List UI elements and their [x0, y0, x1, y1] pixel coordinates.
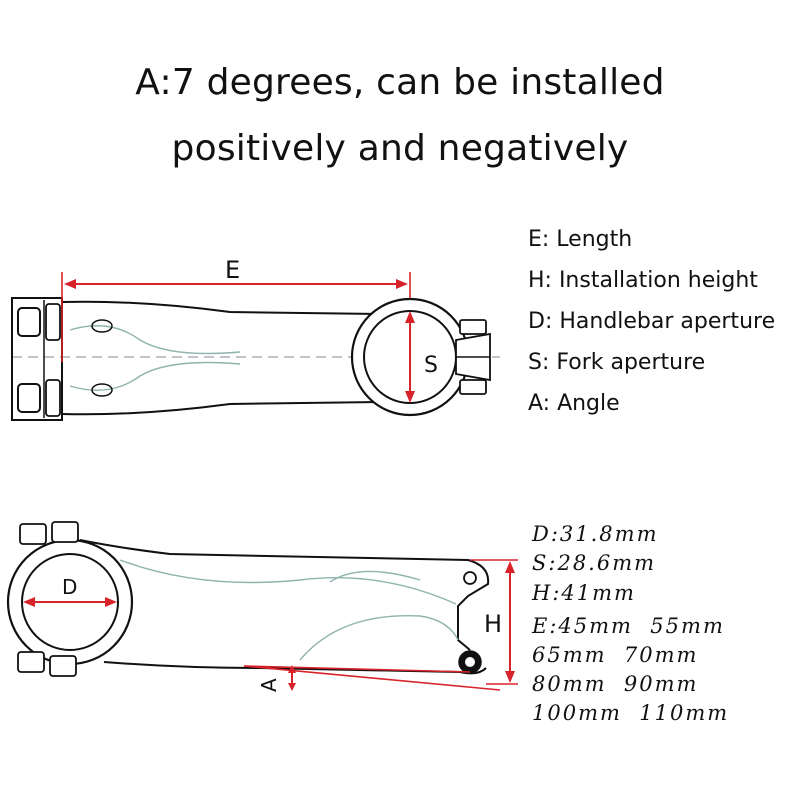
faceplate-ear-bottom — [459, 379, 487, 395]
side-clamp-tab-bottom-left — [17, 651, 45, 673]
spec-height: H:41mm — [532, 581, 636, 605]
side-stem-outline-top — [79, 539, 490, 651]
e-dimension-label: E — [225, 256, 240, 284]
side-stem-contour-lower — [299, 614, 459, 661]
legend-item-handlebar-aperture: D: Handlebar aperture — [528, 309, 776, 334]
a-angle-line-upper — [243, 665, 471, 673]
legend-item-length: E: Length — [528, 227, 633, 252]
steerer-bolt-lower-socket — [465, 657, 475, 667]
s-dimension-label: S — [424, 353, 438, 378]
a-angle-arrow-top — [288, 665, 296, 673]
stem-contour-lower — [69, 361, 241, 391]
e-dimension-arrow-right — [396, 279, 408, 289]
side-stem-contour-sweep — [329, 570, 421, 583]
steerer-bolt-top-head — [45, 303, 61, 341]
stem-contour-upper — [69, 325, 241, 355]
spec-length-options-2: 65mm 70mm — [532, 643, 699, 667]
a-angle-arrow-bottom — [288, 683, 296, 691]
legend-item-fork-aperture: S: Fork aperture — [528, 350, 706, 375]
d-dimension-label: D — [62, 575, 77, 599]
side-stem-contour-upper — [119, 559, 457, 605]
a-angle-line-lower — [243, 665, 501, 691]
side-clamp-tab-bottom-right — [49, 655, 77, 677]
h-dimension-label: H — [484, 610, 502, 638]
stem-cutout-lower — [91, 383, 113, 397]
spec-handlebar-diameter: D:31.8mm — [532, 522, 659, 546]
side-clamp-tab-top-left — [19, 523, 47, 545]
s-dimension-arrow-bottom — [405, 391, 415, 403]
spec-length-options-4: 100mm 110mm — [532, 701, 730, 725]
faceplate-ear-top — [459, 319, 487, 335]
stem-cutout-upper — [91, 319, 113, 333]
d-dimension-arrow-right — [105, 597, 117, 607]
h-dimension-arrow-bottom — [505, 671, 515, 683]
h-dimension-arrow-top — [505, 561, 515, 573]
spec-length-options-1: E:45mm 55mm — [532, 614, 725, 638]
e-dimension-arrow-left — [64, 279, 76, 289]
stem-body-outline-bottom — [61, 401, 381, 416]
side-stem-outline-bottom — [103, 661, 487, 675]
stem-body-outline-top — [61, 300, 381, 315]
a-angle-label: A — [257, 678, 281, 692]
side-clamp-tab-top-right — [51, 521, 79, 543]
steerer-bolt-top — [17, 307, 41, 337]
steerer-hole-upper — [463, 571, 477, 585]
d-dimension-arrow-left — [23, 597, 35, 607]
title-line-2: positively and negatively — [171, 128, 629, 169]
spec-length-options-3: 80mm 90mm — [532, 672, 699, 696]
title-line-1: A:7 degrees, can be installed — [135, 62, 665, 103]
steerer-bolt-bottom — [17, 383, 41, 413]
legend-item-angle: A: Angle — [528, 391, 620, 416]
s-dimension-arrow-top — [405, 311, 415, 323]
legend-item-height: H: Installation height — [528, 268, 758, 293]
spec-fork-diameter: S:28.6mm — [532, 551, 657, 575]
steerer-bolt-bottom-head — [45, 379, 61, 417]
